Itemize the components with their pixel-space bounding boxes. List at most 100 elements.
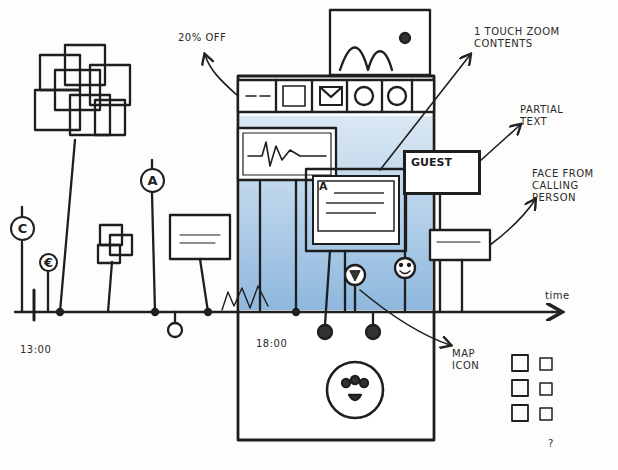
sketch-stroke xyxy=(320,87,342,105)
sketch-stroke xyxy=(180,242,215,243)
sketch-stroke xyxy=(318,325,332,339)
sketch-stroke xyxy=(33,290,36,320)
node-text-group: A xyxy=(319,180,328,193)
sketch-stroke xyxy=(360,379,368,387)
sketch-stroke xyxy=(404,278,406,312)
sketch-stroke xyxy=(295,180,297,312)
node-text-group: C xyxy=(18,221,28,236)
sketch-stroke xyxy=(325,251,330,325)
sketch-stroke xyxy=(55,70,100,110)
sketch-stroke xyxy=(21,242,23,312)
sketch-stroke xyxy=(411,80,413,112)
sketch-stroke xyxy=(47,271,49,312)
sketch-stroke xyxy=(238,128,336,180)
sketch-stroke xyxy=(437,241,480,242)
annotation-text: time xyxy=(545,290,585,302)
sketch-stroke xyxy=(108,262,112,312)
sketch-stroke xyxy=(248,142,326,166)
timeline-pin: € xyxy=(39,253,58,272)
sketch-stroke xyxy=(381,80,383,112)
sketch-stroke xyxy=(275,80,277,112)
node-text: € xyxy=(44,255,53,270)
sketch-stroke xyxy=(540,408,552,420)
sketch-stroke xyxy=(205,55,238,96)
annotation-text: 13:00 xyxy=(20,344,70,356)
annotation-text: 1 TOUCH ZOOM CONTENTS xyxy=(474,26,564,50)
sketch-stroke xyxy=(200,259,208,312)
sketch-stroke xyxy=(395,258,415,278)
sketch-stroke xyxy=(355,87,373,105)
sketch-stroke xyxy=(174,312,176,323)
content-box: A xyxy=(312,175,400,245)
sketch-stroke xyxy=(490,200,535,245)
sketch-stroke xyxy=(372,312,374,325)
timeline-pin: A xyxy=(140,168,165,193)
sketch-stroke xyxy=(404,195,406,260)
sketch-stroke xyxy=(152,309,158,315)
sketch-stroke xyxy=(151,160,153,168)
sketch-stroke xyxy=(330,10,430,75)
sketch-stroke xyxy=(400,264,402,266)
sketch-stroke xyxy=(354,285,356,312)
sketch-stroke xyxy=(311,80,313,112)
sketch-stroke xyxy=(246,95,270,97)
sketch-stroke xyxy=(340,48,392,71)
sketch-stroke xyxy=(21,207,23,216)
sketch-stroke xyxy=(400,33,410,43)
node-text-group: A xyxy=(147,173,157,188)
node-text-group: GUEST xyxy=(411,156,452,169)
guest-box: GUEST xyxy=(403,150,481,195)
node-text: GUEST xyxy=(411,156,452,169)
sketch-stroke xyxy=(512,380,528,396)
node-text: A xyxy=(319,180,328,193)
sketch-stroke xyxy=(342,379,350,387)
sketch-stroke xyxy=(180,234,220,235)
sketch-stroke xyxy=(400,271,410,274)
sketch-stroke xyxy=(346,80,348,112)
sketch-stroke xyxy=(360,290,450,345)
sketch-stroke xyxy=(95,100,125,135)
annotation-text: FACE FROM CALLING PERSON xyxy=(532,168,617,204)
sketch-stroke xyxy=(320,87,342,97)
sketch-stroke xyxy=(238,80,434,112)
node-text: C xyxy=(18,221,28,236)
sketch-stroke xyxy=(60,140,75,312)
sketch-stroke xyxy=(540,358,552,370)
sketch-stroke xyxy=(388,87,406,105)
sketch-stroke xyxy=(351,376,359,384)
sketch-stroke xyxy=(222,286,268,310)
sketch-stroke xyxy=(238,76,434,440)
sketch-stroke xyxy=(344,251,346,312)
sketch-stroke xyxy=(98,245,120,263)
sketch-stroke xyxy=(170,215,230,259)
sketch-stroke xyxy=(57,309,63,315)
sketch-lines xyxy=(15,10,560,440)
annotation-text: 20% OFF xyxy=(178,32,248,44)
sketch-stroke xyxy=(430,230,490,260)
sketch-stroke xyxy=(15,311,560,313)
sketch-stroke xyxy=(540,383,552,395)
annotation-text: MAP ICON xyxy=(452,348,502,372)
annotation-text: ? xyxy=(548,438,568,450)
sketch-stroke xyxy=(283,86,305,106)
sketch-stroke xyxy=(512,355,528,371)
sketch-stroke xyxy=(512,405,528,421)
sketch-stroke xyxy=(408,264,410,266)
sketch-stroke xyxy=(152,193,155,312)
sketch-stroke xyxy=(349,395,361,400)
sketch-stroke xyxy=(350,271,360,281)
sketch-stroke xyxy=(461,260,463,312)
sketch-stroke xyxy=(205,309,211,315)
timeline-pin: C xyxy=(10,216,35,241)
sketch-stroke xyxy=(168,323,182,337)
annotation-text: PARTIAL TEXT xyxy=(520,104,590,128)
sketch-stroke xyxy=(293,309,299,315)
node-text-group: € xyxy=(44,255,53,270)
sketch-stroke xyxy=(327,362,383,418)
node-text: A xyxy=(147,173,157,188)
sketch-stroke xyxy=(345,265,365,285)
annotation-text: 18:00 xyxy=(256,338,306,350)
sketch-stroke xyxy=(366,325,380,339)
